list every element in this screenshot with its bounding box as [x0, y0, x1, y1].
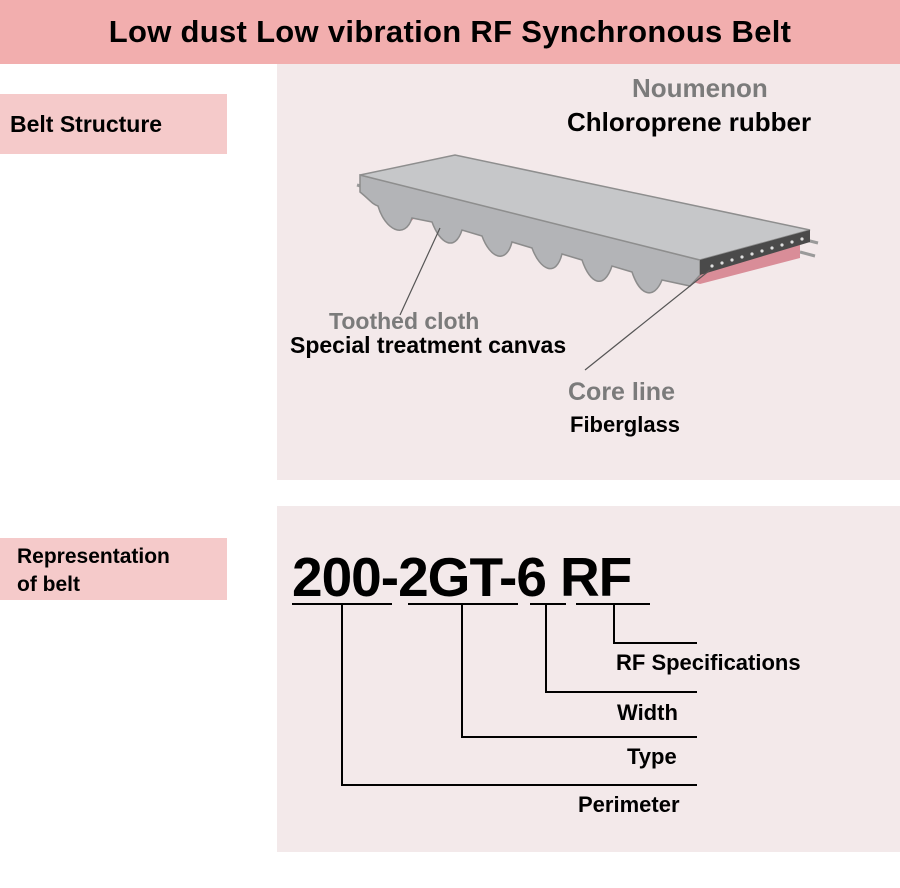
core-line-dots	[710, 237, 804, 268]
toothed-cloth-desc: Special treatment canvas	[290, 332, 567, 358]
core-leader-line	[584, 269, 711, 371]
callout-type: Type	[627, 744, 677, 769]
noumenon-title: Noumenon	[632, 73, 768, 103]
code-perimeter: 200	[292, 546, 382, 608]
code-dash-1: -	[380, 546, 399, 608]
callout-width: Width	[617, 700, 678, 725]
noumenon-desc: Chloroprene rubber	[567, 107, 812, 137]
core-line-desc: Fiberglass	[570, 412, 681, 437]
belt-side-face	[359, 174, 701, 294]
callout-rf: RF Specifications	[616, 650, 801, 675]
code-connector-lines	[292, 603, 697, 786]
toothed-cloth-title: Toothed cloth	[329, 308, 480, 334]
code-width: 6	[516, 546, 547, 608]
belt-front-edge	[700, 230, 810, 275]
page-title: Low dust Low vibration RF Synchronous Be…	[108, 14, 792, 49]
code-dash-2: -	[499, 546, 517, 608]
tooth-leader-line	[399, 227, 441, 316]
code-type: 2GT	[398, 546, 500, 608]
callout-perimeter: Perimeter	[578, 792, 680, 817]
code-rf: RF	[559, 546, 632, 608]
belt-structure-label: Belt Structure	[0, 94, 227, 154]
core-line-title: Core line	[568, 378, 675, 406]
representation-label: Representation of belt	[0, 538, 227, 600]
page-title-bar: Low dust Low vibration RF Synchronous Be…	[0, 0, 900, 64]
representation-label-line2: of belt	[17, 573, 80, 596]
representation-label-line1: Representation	[17, 545, 170, 568]
representation-panel	[277, 506, 900, 852]
